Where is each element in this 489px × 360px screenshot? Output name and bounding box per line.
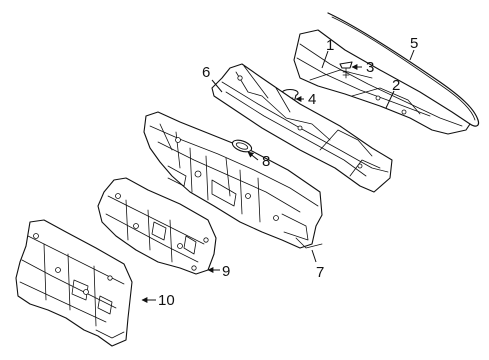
leader-lines: [141, 49, 415, 303]
leader-7: [311, 249, 317, 263]
weatherstrip-seal: [327, 12, 480, 127]
dash-panel: [143, 111, 323, 249]
callout-4: 4: [308, 91, 316, 108]
callout-2: 2: [392, 77, 400, 94]
callout-8: 8: [262, 153, 270, 170]
callout-labels: 1 2 3 4 5 6 7 8 9 10: [158, 35, 418, 309]
floor-insulator: [15, 219, 133, 347]
callout-3: 3: [366, 59, 374, 76]
callout-1: 1: [326, 37, 334, 54]
dash-insulator: [97, 177, 217, 275]
callout-7: 7: [316, 264, 324, 281]
callout-10: 10: [158, 292, 175, 309]
leader-2: [385, 90, 395, 109]
oval-plug: [231, 139, 253, 153]
cowl-box-panel: [211, 63, 393, 193]
leader-1: [321, 50, 329, 69]
callout-5: 5: [410, 35, 418, 52]
leader-5: [409, 49, 415, 61]
leader-8: [247, 151, 259, 161]
cowl-top-panel: [293, 29, 471, 135]
callout-6: 6: [202, 64, 210, 81]
leader-6: [211, 79, 223, 93]
clip: [339, 61, 353, 79]
callout-9: 9: [222, 263, 230, 280]
